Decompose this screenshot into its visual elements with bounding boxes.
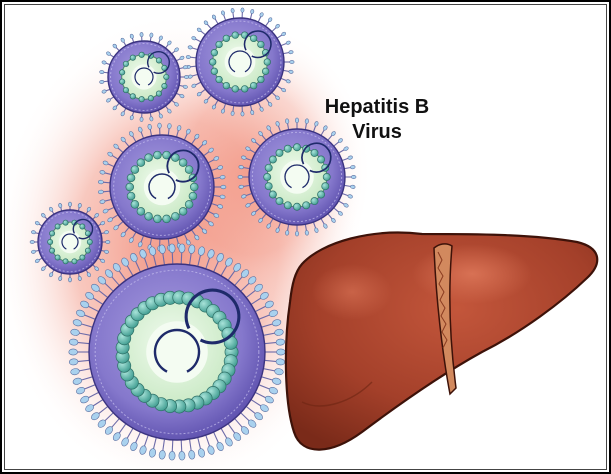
hepatitis-b-virion-icon xyxy=(68,243,286,461)
caption-line-1: Hepatitis B xyxy=(324,96,430,118)
hepatitis-b-virion-icon xyxy=(29,201,111,283)
hepatitis-b-virion-icon xyxy=(97,122,227,252)
illustration-caption: Hepatitis B Virus xyxy=(302,95,452,145)
hepatitis-b-virion-icon xyxy=(237,117,357,237)
hepatitis-b-virion-icon xyxy=(185,7,295,117)
virion-group xyxy=(29,7,357,461)
hepatitis-b-virion-icon xyxy=(99,32,189,122)
liver-icon xyxy=(284,231,599,451)
caption-line-2: Virus xyxy=(352,121,402,143)
